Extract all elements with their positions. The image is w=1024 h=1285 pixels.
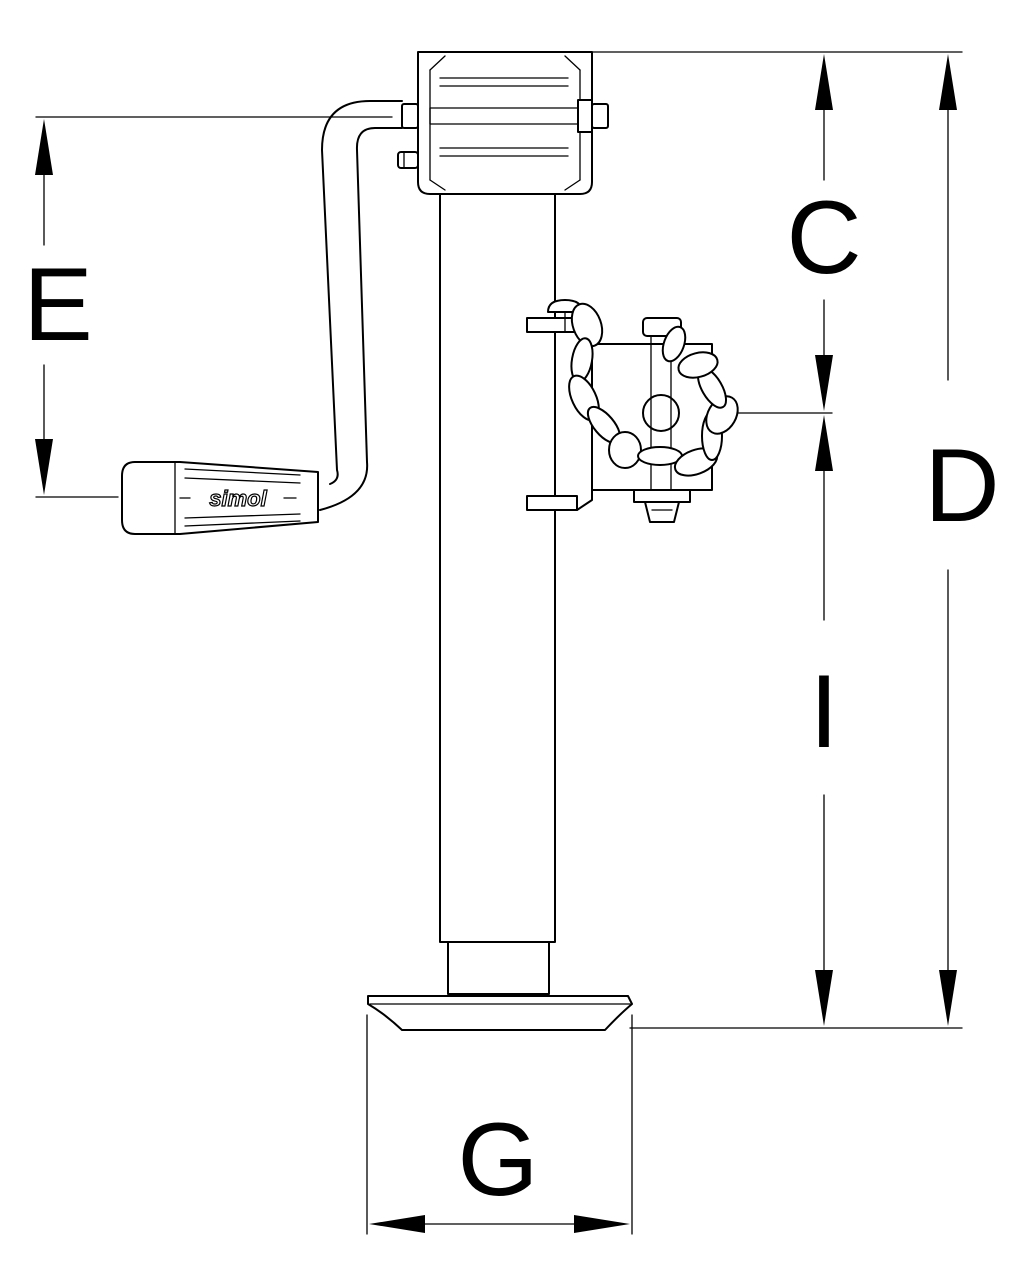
- crank-handle: simol: [121, 100, 403, 535]
- arrow-g-right: [574, 1215, 630, 1233]
- safety-chain: [568, 302, 739, 477]
- arrow-e-bottom: [35, 439, 53, 495]
- inner-tube: [447, 941, 550, 995]
- arrow-g-left: [369, 1215, 425, 1233]
- extension-lines: [35, 51, 963, 1235]
- dimension-label-g: G: [458, 1102, 539, 1218]
- dimension-c: C: [786, 54, 862, 411]
- dimension-g: G: [369, 1102, 630, 1233]
- arrow-c-top: [815, 54, 833, 110]
- arrow-d-top: [939, 54, 957, 110]
- bolt-right: [591, 103, 609, 129]
- bolt-left: [401, 103, 419, 129]
- arrow-d-bottom: [939, 970, 957, 1026]
- jack-body: [367, 191, 633, 1031]
- dimension-label-c: C: [786, 180, 861, 296]
- arrow-i-bottom: [815, 970, 833, 1026]
- grease-nipple-icon: [397, 151, 419, 169]
- arrow-c-bottom: [815, 355, 833, 411]
- outer-tube: [439, 191, 556, 943]
- dimension-i: I: [810, 415, 839, 1026]
- arrow-i-top: [815, 415, 833, 471]
- gear-housing: [397, 51, 609, 195]
- foot-plate: [367, 995, 633, 1031]
- dimension-label-d: D: [924, 428, 999, 544]
- arrow-e-top: [35, 119, 53, 175]
- dimension-d: D: [924, 54, 1000, 1026]
- pivot-hole: [642, 394, 680, 432]
- dimension-label-e: E: [23, 247, 92, 363]
- dimension-label-i: I: [810, 654, 839, 770]
- brand-logo-text: simol: [209, 486, 267, 511]
- dimension-e: E: [23, 119, 93, 495]
- crank-grip: [121, 461, 319, 535]
